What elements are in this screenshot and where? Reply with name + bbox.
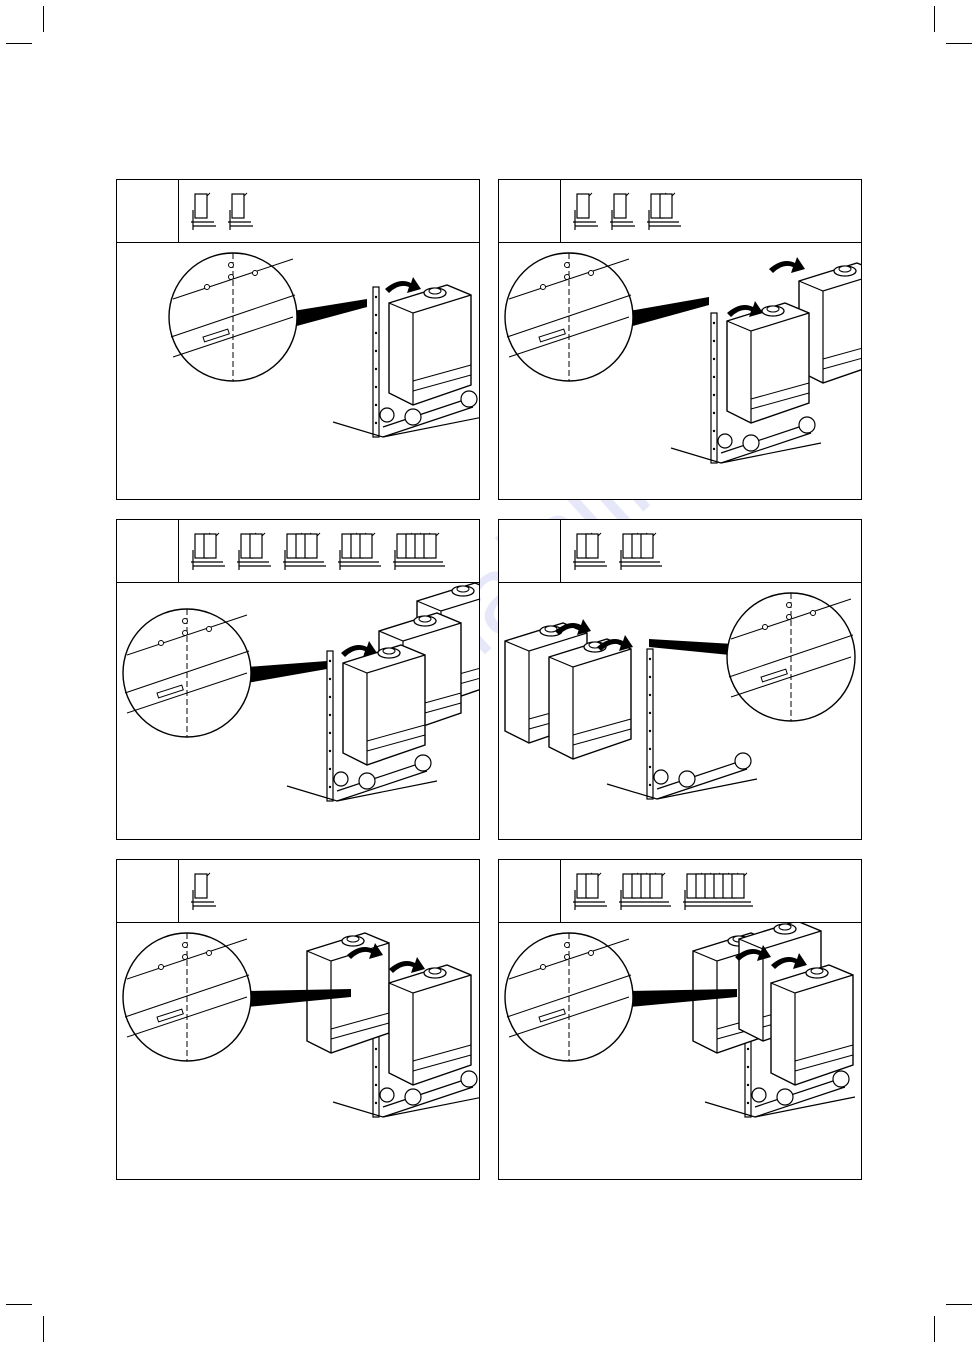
figure-panel-5 bbox=[116, 859, 480, 1180]
pipe-flange bbox=[405, 409, 421, 425]
boiler-unit-icon bbox=[338, 533, 381, 570]
boiler-unit bbox=[727, 303, 809, 423]
step-number-box bbox=[117, 860, 179, 922]
pipe-flange bbox=[752, 1088, 766, 1102]
boiler-unit bbox=[771, 965, 853, 1085]
figure-panel-2 bbox=[498, 179, 862, 500]
configuration-icons bbox=[189, 526, 474, 576]
pipe-flange bbox=[461, 1071, 477, 1087]
pipe-flange bbox=[679, 771, 695, 787]
installation-drawing bbox=[499, 923, 861, 1179]
pipe-flange bbox=[654, 770, 668, 784]
crop-mark bbox=[43, 1316, 44, 1342]
crop-mark bbox=[946, 1304, 972, 1305]
boiler-unit-icon bbox=[283, 533, 326, 570]
pipe-flange bbox=[415, 755, 431, 771]
figure-panel-4 bbox=[498, 519, 862, 840]
boiler-unit-icon bbox=[191, 873, 216, 910]
crop-mark bbox=[6, 1304, 32, 1305]
panel-header bbox=[499, 860, 861, 923]
boiler-unit-icon bbox=[619, 533, 662, 570]
boiler-unit-icon bbox=[191, 193, 216, 230]
boiler-unit bbox=[389, 285, 471, 405]
manifold-pipe bbox=[383, 397, 473, 437]
pipe-flange bbox=[799, 417, 815, 433]
configuration-icons bbox=[189, 186, 469, 236]
configuration-icons bbox=[571, 866, 851, 916]
pipe-flange bbox=[334, 772, 348, 786]
boiler-unit-icon bbox=[573, 873, 607, 910]
panel-header bbox=[499, 180, 861, 243]
mounting-arrow-icon bbox=[389, 957, 425, 973]
mounting-arrow-icon bbox=[385, 277, 421, 293]
boiler-unit bbox=[549, 639, 631, 759]
manifold-pipe bbox=[657, 759, 747, 799]
boiler-unit bbox=[389, 965, 471, 1085]
boiler-unit-icon bbox=[619, 873, 671, 910]
pipe-flange bbox=[718, 434, 732, 448]
manifold-pipe bbox=[721, 423, 811, 463]
crop-mark bbox=[6, 43, 32, 44]
panel-header bbox=[117, 180, 479, 243]
crop-mark bbox=[934, 1316, 935, 1342]
manifold-pipe bbox=[383, 1077, 473, 1117]
boiler-unit-icon bbox=[647, 193, 681, 230]
figure-panel-3 bbox=[116, 519, 480, 840]
pipe-flange bbox=[359, 773, 375, 789]
crop-mark bbox=[946, 43, 972, 44]
step-number-box bbox=[499, 860, 561, 922]
installation-drawing bbox=[499, 243, 861, 499]
step-number-box bbox=[117, 180, 179, 242]
detail-magnifier-icon bbox=[505, 253, 709, 381]
panel-header bbox=[117, 860, 479, 923]
crop-mark bbox=[934, 6, 935, 32]
installation-drawing bbox=[117, 923, 479, 1179]
boiler-unit-icon bbox=[191, 533, 225, 570]
panel-header bbox=[117, 520, 479, 583]
configuration-icons bbox=[189, 866, 469, 916]
manifold-pipe bbox=[337, 761, 427, 801]
step-number-box bbox=[499, 180, 561, 242]
pipe-flange bbox=[833, 1071, 849, 1087]
detail-magnifier-icon bbox=[169, 253, 367, 381]
boiler-unit-icon bbox=[228, 193, 253, 230]
step-number-box bbox=[499, 520, 561, 582]
installation-drawing bbox=[117, 243, 479, 499]
pipe-flange bbox=[743, 435, 759, 451]
figure-panel-1 bbox=[116, 179, 480, 500]
detail-magnifier-icon bbox=[649, 593, 855, 721]
detail-magnifier-icon bbox=[123, 609, 327, 737]
boiler-unit-icon bbox=[610, 193, 635, 230]
pipe-flange bbox=[461, 391, 477, 407]
boiler-unit-icon bbox=[393, 533, 445, 570]
boiler-unit bbox=[343, 645, 425, 765]
pipe-flange bbox=[735, 753, 751, 769]
boiler-unit-icon bbox=[237, 533, 271, 570]
mounting-arrow-icon bbox=[769, 257, 805, 273]
boiler-unit-icon bbox=[573, 533, 607, 570]
panel-header bbox=[499, 520, 861, 583]
boiler-unit-icon bbox=[573, 193, 598, 230]
step-number-box bbox=[117, 520, 179, 582]
pipe-flange bbox=[380, 408, 394, 422]
boiler-unit-icon bbox=[683, 873, 753, 910]
configuration-icons bbox=[571, 526, 851, 576]
pipe-flange bbox=[405, 1089, 421, 1105]
installation-drawing bbox=[499, 583, 861, 839]
figure-panel-6 bbox=[498, 859, 862, 1180]
installation-drawing bbox=[117, 583, 479, 839]
pipe-flange bbox=[380, 1088, 394, 1102]
pipe-flange bbox=[777, 1089, 793, 1105]
configuration-icons bbox=[571, 186, 851, 236]
crop-mark bbox=[43, 6, 44, 32]
